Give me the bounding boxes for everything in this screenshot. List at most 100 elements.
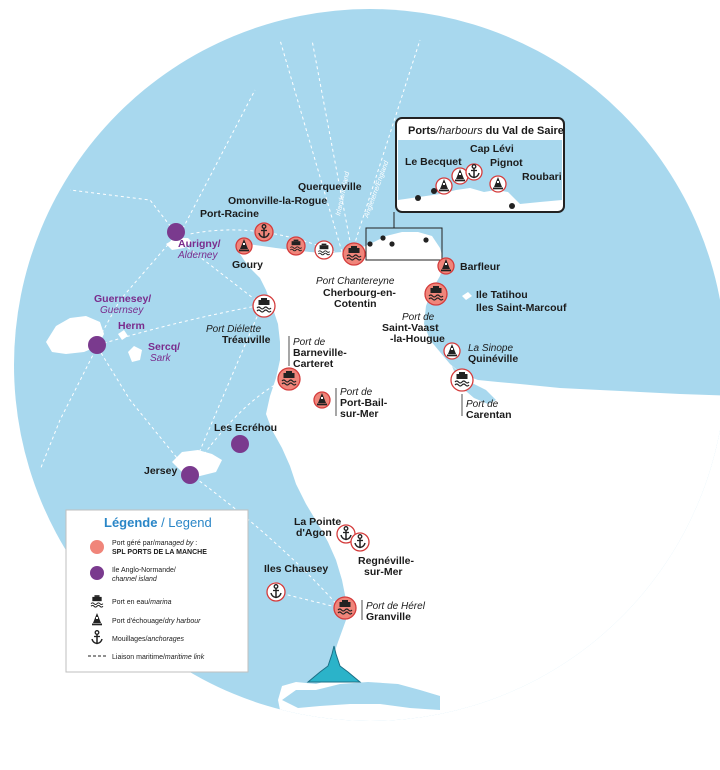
label-aurigny-2: Alderney: [177, 250, 218, 261]
label-herel-port: Port de Hérel: [366, 601, 426, 612]
baie-des-veys: [452, 366, 496, 404]
herm-island: [118, 330, 128, 340]
label-guernesey-1: Guernesey/: [94, 293, 151, 305]
inset-label-cap-levi: Cap Lévi: [470, 143, 514, 155]
val-de-saire-frame: [365, 227, 443, 261]
label-aurigny-1: Aurigny/: [178, 238, 221, 250]
legend-link-text: Liaison maritime/maritime link: [112, 654, 205, 661]
legend-anchor-text: Mouillages/anchorages: [112, 636, 185, 643]
inset-dot: [509, 203, 515, 209]
link-jersey-granville: [189, 473, 341, 609]
legend-island-text-2: channel island: [112, 576, 158, 583]
marker-chausey[interactable]: [266, 582, 286, 602]
label-regneville-2: sur-Mer: [364, 566, 403, 578]
label-carentan: Carentan: [466, 409, 512, 421]
link-chausey-granville: [275, 591, 341, 609]
inset-val-de-saire: Ports/harbours du Val de Saire Cap Lévi …: [395, 117, 565, 213]
sark-island: [128, 346, 142, 362]
inset-dot: [415, 195, 421, 201]
label-saint-vaast-port: Port de: [402, 312, 435, 323]
val-de-saire-dot: [380, 235, 386, 241]
label-barneville-port: Port de: [293, 337, 326, 348]
marker-guernesey[interactable]: [88, 336, 106, 354]
label-portbail-2: sur-Mer: [340, 408, 379, 420]
legend-title: Légende / Legend: [104, 515, 212, 530]
label-port-racine: Port-Racine: [200, 208, 259, 220]
label-quineville-port: La Sinope: [468, 343, 513, 354]
link-jersey-barneville: [189, 377, 289, 475]
marker-ecrehou[interactable]: [231, 435, 249, 453]
label-barneville-2: Carteret: [293, 358, 334, 370]
marker-cherbourg[interactable]: [342, 242, 366, 266]
label-guernesey-2: Guernsey: [100, 305, 144, 316]
label-barneville-1: Barneville-: [293, 347, 347, 359]
label-barfleur: Barfleur: [460, 261, 500, 273]
marker-dielette[interactable]: [252, 294, 276, 318]
legend-box: [65, 509, 249, 673]
label-chausey: Iles Chausey: [264, 563, 328, 575]
marker-omonville[interactable]: [286, 236, 306, 256]
legend-island-text-1: Ile Anglo-Normande/: [112, 567, 176, 574]
label-regneville-1: Regnéville-: [358, 555, 415, 567]
marker-carentan[interactable]: [450, 368, 474, 392]
legend-marina-text: Port en eau/marina: [112, 599, 172, 606]
marker-quineville[interactable]: [443, 342, 461, 360]
label-pointe-agon-1: La Pointe: [294, 516, 341, 528]
val-de-saire-dot: [389, 241, 395, 247]
marker-querqueville[interactable]: [314, 240, 334, 260]
label-portbail-port: Port de: [340, 387, 373, 398]
tatihou-islet: [462, 292, 472, 300]
marker-portbail[interactable]: [313, 391, 331, 409]
marker-barneville[interactable]: [277, 367, 301, 391]
label-goury: Goury: [232, 259, 263, 271]
inset-marker-pignot: [465, 163, 483, 181]
label-omonville: Omonville-la-Rogue: [228, 195, 327, 207]
inset-label-pignot: Pignot: [490, 157, 523, 169]
legend: Légende / Legend Port géré par/managed b…: [65, 509, 249, 673]
label-saint-vaast-1: Saint-Vaast: [382, 322, 439, 334]
inset-title: Ports/harbours du Val de Saire: [408, 125, 564, 137]
marker-barfleur[interactable]: [437, 257, 455, 275]
inset-label-le-becquet: Le Becquet: [405, 156, 462, 168]
label-cherbourg-port: Port Chantereyne: [316, 276, 395, 287]
inset-marker-roubari: [489, 175, 507, 193]
link-guernsey-dielette: [97, 304, 263, 346]
maritime-links: [39, 39, 421, 609]
marker-regneville[interactable]: [350, 532, 370, 552]
marker-goury[interactable]: [235, 237, 253, 255]
label-treauville: Tréauville: [222, 334, 271, 346]
label-quineville: Quinéville: [468, 353, 518, 365]
val-de-saire-dot: [423, 237, 429, 243]
label-tatihou: Ile Tatihou: [476, 289, 528, 301]
marker-saint-vaast[interactable]: [424, 282, 448, 306]
label-portbail-1: Port-Bail-: [340, 397, 388, 409]
baie-mont-saint-michel: [282, 682, 440, 710]
label-sercq-1: Sercq/: [148, 341, 180, 353]
legend-managed-text: Port géré par/managed by :: [112, 540, 197, 547]
link-england: [351, 39, 421, 253]
label-carentan-port: Port de: [466, 399, 499, 410]
link-guernsey-west: [39, 344, 99, 471]
marker-port-racine[interactable]: [254, 222, 274, 242]
label-granville: Granville: [366, 611, 411, 623]
legend-managed-spl: SPL PORTS DE LA MANCHE: [112, 549, 207, 556]
inset-label-roubari: Roubari: [522, 171, 562, 183]
inset-marker-becquet: [435, 177, 453, 195]
marker-granville[interactable]: [333, 596, 357, 620]
label-saint-marcouf: Iles Saint-Marcouf: [476, 302, 567, 314]
label-herm: Herm: [118, 320, 145, 332]
link-jersey-dielette: [189, 304, 263, 475]
legend-dry-text: Port d'échouage/dry harbour: [112, 618, 201, 625]
val-de-saire-dot: [367, 241, 373, 247]
marker-aurigny[interactable]: [167, 223, 185, 241]
label-pointe-agon-2: d'Agon: [296, 527, 332, 539]
label-sercq-2: Sark: [150, 353, 172, 364]
link-north-west: [279, 39, 343, 253]
marker-jersey[interactable]: [181, 466, 199, 484]
inset-dot: [431, 188, 437, 194]
mont-saint-michel-icon: [306, 645, 362, 683]
legend-managed-dot: [90, 540, 104, 554]
link-guernsey-jersey: [97, 347, 191, 475]
legend-island-dot: [90, 566, 104, 580]
